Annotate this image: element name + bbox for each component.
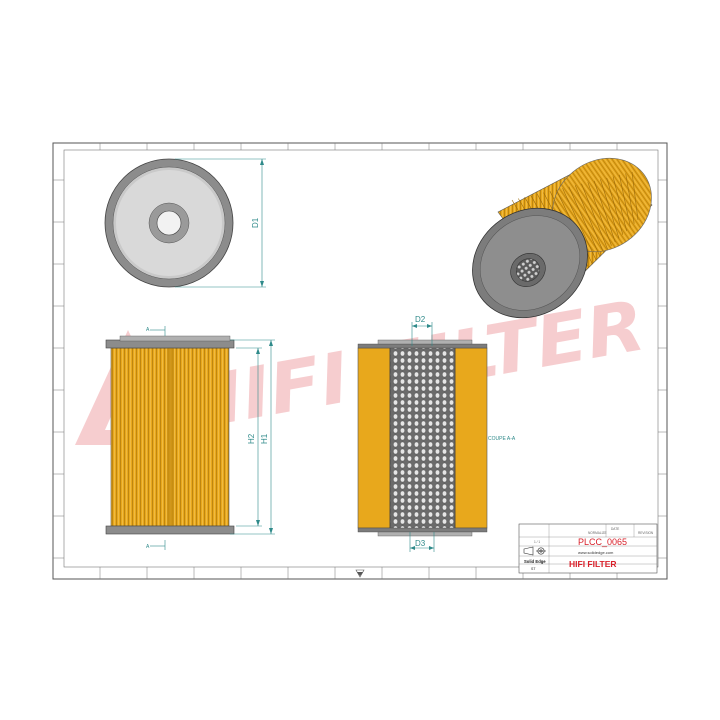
pleat-line xyxy=(562,188,597,261)
part-number: PLCC_0065 xyxy=(578,537,627,547)
section-marker-bottom: A xyxy=(146,544,150,550)
d1-dimension xyxy=(175,158,266,288)
d3-label: D3 xyxy=(415,539,426,548)
d1-label: D1 xyxy=(251,217,260,228)
title-block-date: DATE xyxy=(611,527,619,531)
h1-label: H1 xyxy=(260,433,269,444)
title-block: NORMALIZE DATE REVISION 1 / 1 PLCC_0065 … xyxy=(518,523,658,574)
section-cut-marker xyxy=(150,326,166,550)
pleat-line xyxy=(600,179,620,239)
title-block-revision: REVISION xyxy=(638,531,654,535)
section-marker-top: A xyxy=(146,327,150,333)
isometric-view xyxy=(472,157,653,319)
logo-line1: Solid Edge xyxy=(524,559,546,564)
section-view-label: COUPE A-A xyxy=(488,436,516,442)
brand-name: HIFI FILTER xyxy=(569,559,617,569)
title-block-normalize: NORMALIZE xyxy=(588,531,607,535)
pleat-line xyxy=(612,176,627,232)
pleat-line xyxy=(593,180,616,243)
d2-d3-dimensions xyxy=(409,322,435,552)
pleat-line xyxy=(574,185,605,254)
pleat-line xyxy=(625,173,635,224)
top-end-view xyxy=(104,158,234,288)
pleat-line xyxy=(606,177,624,235)
logo-line2: ST xyxy=(531,567,536,571)
pleat-line xyxy=(619,174,631,228)
h2-label: H2 xyxy=(247,433,256,444)
projection-symbol-icon xyxy=(523,546,546,556)
pleat-line xyxy=(587,182,612,246)
d2-label: D2 xyxy=(415,315,426,324)
pleat-line xyxy=(581,183,608,250)
sheet-number: 1 / 1 xyxy=(534,540,540,544)
bottom-center-marker xyxy=(355,569,365,578)
pleat-line xyxy=(568,186,601,257)
h-dimensions xyxy=(230,339,275,535)
pleat-line xyxy=(631,171,639,221)
website: www.solidedge.com xyxy=(578,550,614,555)
section-view xyxy=(357,339,488,537)
front-elevation-view xyxy=(105,335,235,535)
frame-ticks xyxy=(53,143,667,579)
